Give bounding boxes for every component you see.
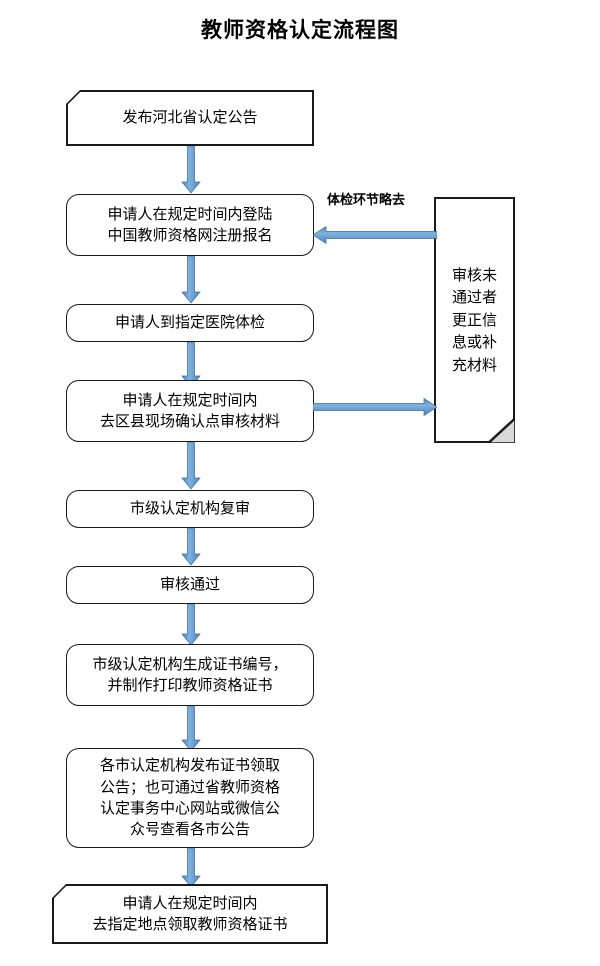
flow-node-label: 发布河北省认定公告 <box>122 108 258 127</box>
flow-node-collection-announcement[interactable]: 各市认定机构发布证书领取 公告；也可通过省教师资格 认定事务中心网站或微信公 众… <box>66 748 314 848</box>
flow-node-generate-certificate[interactable]: 市级认定机构生成证书编号， 并制作打印教师资格证书 <box>66 644 314 706</box>
page-title: 教师资格认定流程图 <box>201 18 399 42</box>
flow-node-label: 申请人在规定时间内 去指定地点领取教师资格证书 <box>92 893 288 933</box>
document-label: 审核未 通过者 更正信 息或补 充材料 <box>451 265 497 374</box>
node-fill <box>67 91 313 145</box>
arrow-right-verification-to-doc <box>313 398 437 416</box>
flow-node-onsite-verification[interactable]: 申请人在规定时间内 去区县现场确认点审核材料 <box>66 380 314 442</box>
arrow-down-6 <box>181 604 201 646</box>
flow-node-label: 申请人在规定时间内 去区县现场确认点审核材料 <box>99 390 280 430</box>
flow-node-medical-exam[interactable]: 申请人到指定医院体检 <box>66 304 314 342</box>
node-fill <box>53 885 327 943</box>
flow-node-city-review[interactable]: 市级认定机构复审 <box>66 490 314 528</box>
arrow-down-7 <box>181 706 201 752</box>
arrow-left-doc-to-register <box>313 226 437 244</box>
arrow-down-4 <box>181 442 201 490</box>
arrow-down-2 <box>181 256 201 304</box>
arrow-down-1 <box>181 146 201 194</box>
folded-corner-icon <box>487 417 515 443</box>
flow-node-collect-certificate[interactable]: 申请人在规定时间内 去指定地点领取教师资格证书 <box>52 884 328 944</box>
document-fill <box>436 199 514 442</box>
annotation-skip-medical-exam: 体检环节略去 <box>327 192 406 207</box>
flow-node-label: 审核通过 <box>159 575 220 594</box>
flow-node-review-passed[interactable]: 审核通过 <box>66 566 314 604</box>
flow-node-label: 申请人在规定时间内登陆 中国教师资格网注册报名 <box>107 204 273 244</box>
flow-node-label: 各市认定机构发布证书领取 公告；也可通过省教师资格 认定事务中心网站或微信公 众… <box>99 756 280 839</box>
flow-node-register-online[interactable]: 申请人在规定时间内登陆 中国教师资格网注册报名 <box>66 194 314 256</box>
flow-node-publish-announcement[interactable]: 发布河北省认定公告 <box>66 90 314 146</box>
flow-node-label: 市级认定机构生成证书编号， 并制作打印教师资格证书 <box>92 654 288 694</box>
flow-node-label: 市级认定机构复审 <box>129 499 250 518</box>
flow-node-resubmit-document[interactable]: 审核未 通过者 更正信 息或补 充材料 <box>434 197 515 443</box>
arrow-down-8 <box>181 848 201 888</box>
flow-node-label: 申请人到指定医院体检 <box>114 313 265 332</box>
arrow-down-5 <box>181 528 201 566</box>
